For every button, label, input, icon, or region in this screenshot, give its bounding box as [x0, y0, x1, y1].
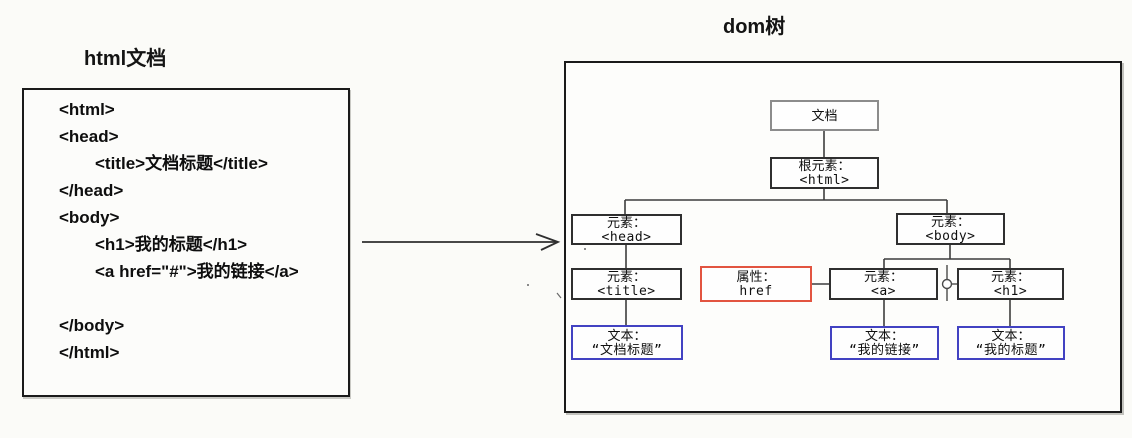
- artifact-tick: [556, 292, 562, 299]
- node-value: <h1>: [993, 284, 1028, 299]
- code-line-html-open: <html>: [59, 100, 115, 119]
- code-line-title: <title>文档标题</title>: [95, 154, 268, 173]
- code-line-body-open: <body>: [59, 208, 120, 227]
- tree-node-text-my-link: 文本： “我的链接”: [830, 326, 939, 360]
- node-value: “我的链接”: [849, 343, 920, 358]
- node-label: 属性：: [736, 269, 776, 284]
- tree-node-text-doc-title: 文本： “文档标题”: [571, 325, 683, 360]
- code-line-head-open: <head>: [59, 127, 119, 146]
- node-label: 文本：: [864, 328, 904, 343]
- node-label: 元素：: [606, 269, 646, 284]
- tree-node-root-html: 根元素： <html>: [770, 157, 879, 189]
- node-label: 文本：: [991, 328, 1031, 343]
- node-label: 元素：: [606, 214, 646, 230]
- node-label: 元素：: [990, 269, 1030, 284]
- code-line-head-close: </head>: [59, 181, 124, 200]
- tree-node-element-a: 元素： <a>: [829, 268, 938, 300]
- node-label: 元素：: [930, 214, 970, 229]
- node-label: 元素：: [863, 269, 903, 284]
- node-value: <title>: [597, 284, 656, 299]
- code-line-anchor: <a href="#">我的链接</a>: [95, 262, 299, 281]
- code-line-blank: [59, 285, 348, 312]
- dom-tree-box: 文档 根元素： <html> 元素： <head> 元素： <body> 元素：…: [564, 61, 1122, 413]
- tree-node-attribute-href: 属性： href: [700, 266, 812, 302]
- html-source-box: <html> <head> <title>文档标题</title> </head…: [22, 88, 350, 397]
- node-value: <a>: [871, 284, 896, 299]
- node-label: 根元素：: [798, 158, 851, 173]
- node-value: “我的标题”: [975, 343, 1047, 358]
- dom-tree-title: dom树: [723, 16, 786, 38]
- selection-handle-icon: [941, 265, 957, 301]
- code-line-h1: <h1>我的标题</h1>: [95, 235, 248, 254]
- node-value: <html>: [799, 173, 850, 188]
- tree-node-element-h1: 元素： <h1>: [957, 268, 1064, 300]
- node-value: <head>: [601, 229, 652, 245]
- code-line-html-close: </html>: [59, 343, 120, 362]
- node-value: href: [739, 284, 773, 299]
- html-document-title: html文档: [84, 48, 167, 70]
- node-value: <body>: [925, 229, 976, 244]
- node-value: “文档标题”: [591, 342, 663, 358]
- node-label: 文本：: [607, 327, 647, 343]
- tree-node-text-my-title: 文本： “我的标题”: [957, 326, 1065, 360]
- tree-connector-lines: [624, 131, 1011, 326]
- tree-node-document: 文档: [770, 100, 879, 131]
- node-label: 文档: [811, 108, 838, 123]
- tree-node-element-body: 元素： <body>: [896, 213, 1005, 245]
- tree-node-element-head: 元素： <head>: [571, 214, 682, 245]
- code-line-body-close: </body>: [59, 316, 125, 335]
- tree-node-element-title: 元素： <title>: [571, 268, 682, 300]
